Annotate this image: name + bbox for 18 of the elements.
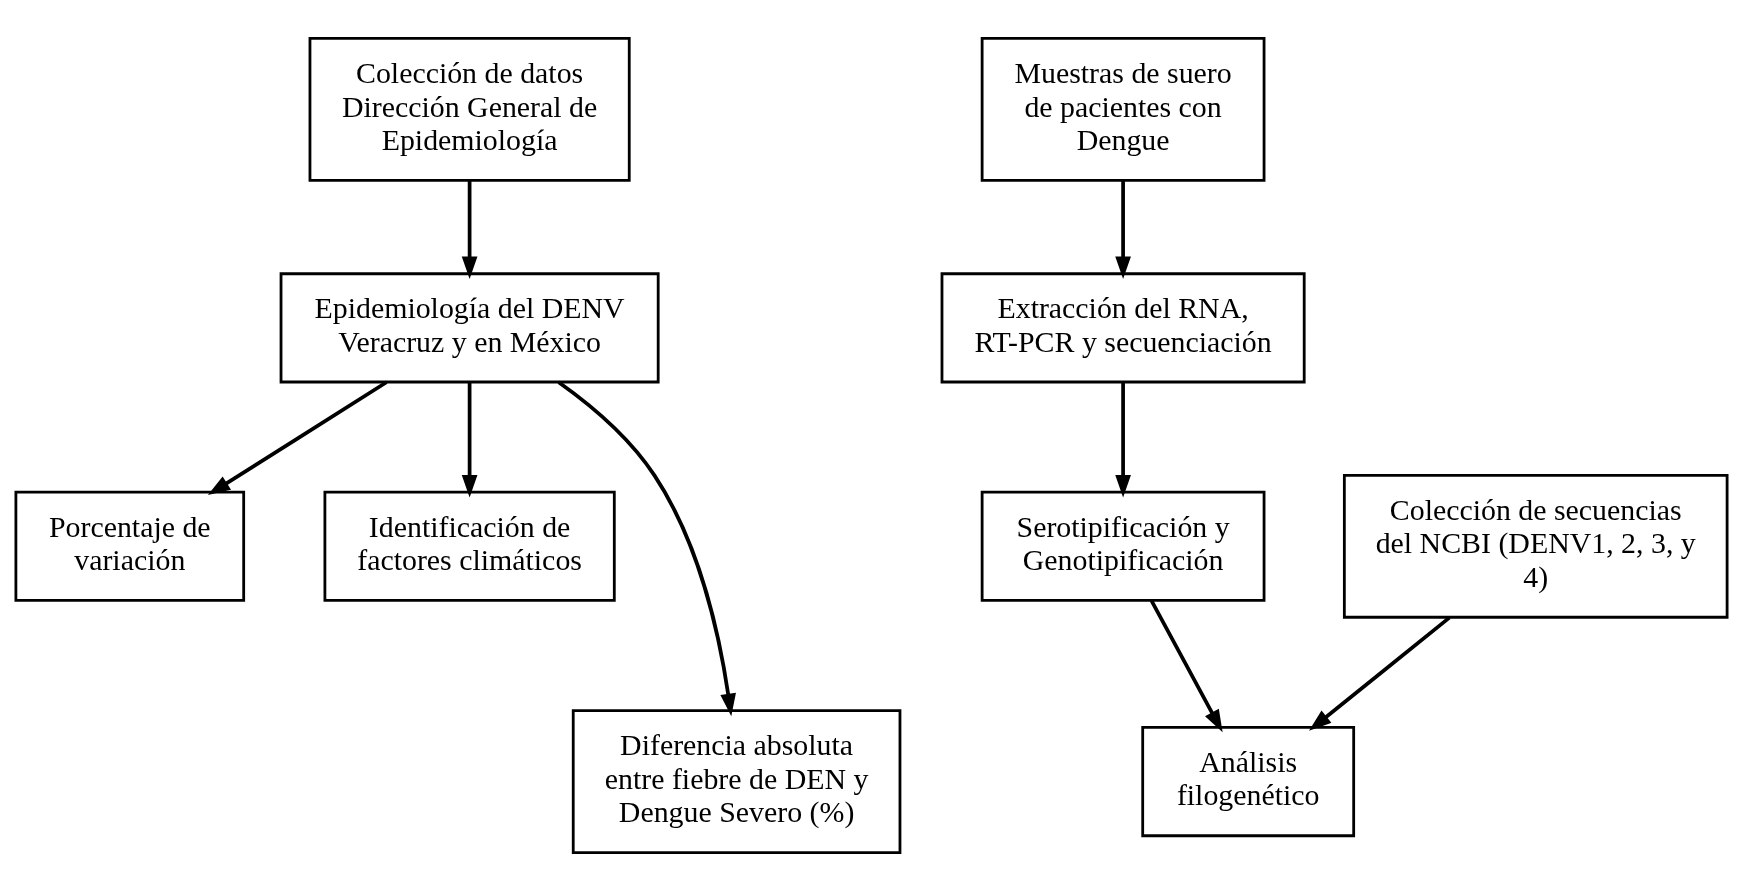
node-box: Diferencia absoluta entre fiebre de DEN y Dengue Severo (%) xyxy=(571,708,902,854)
node-box: Porcentaje de variación xyxy=(14,490,246,602)
arrow xyxy=(207,380,388,495)
arrow xyxy=(1115,381,1131,497)
node-box: Muestras de suero de pacientes con Dengue xyxy=(980,36,1266,182)
arrow xyxy=(1309,615,1451,731)
arrow xyxy=(1149,599,1223,732)
arrow xyxy=(1115,179,1131,279)
node-box: Epidemiología del DENV Veracruz y en México xyxy=(279,271,660,383)
arrow xyxy=(557,380,736,716)
node-box: Extracción del RNA, RT-PCR y secuenciación xyxy=(940,271,1306,383)
node-box: Análisis filogenético xyxy=(1141,725,1356,837)
node-box: Identificación de factores climáticos xyxy=(323,490,616,602)
arrow xyxy=(461,179,478,279)
node-box: Serotipificación y Genotipificación xyxy=(980,490,1266,602)
node-box: Colección de secuencias del NCBI (DENV1, 2, 3, y 4) xyxy=(1342,473,1729,619)
node-box: Colección de datos Dirección General de Epidemiología xyxy=(308,36,631,182)
arrow xyxy=(461,381,478,497)
